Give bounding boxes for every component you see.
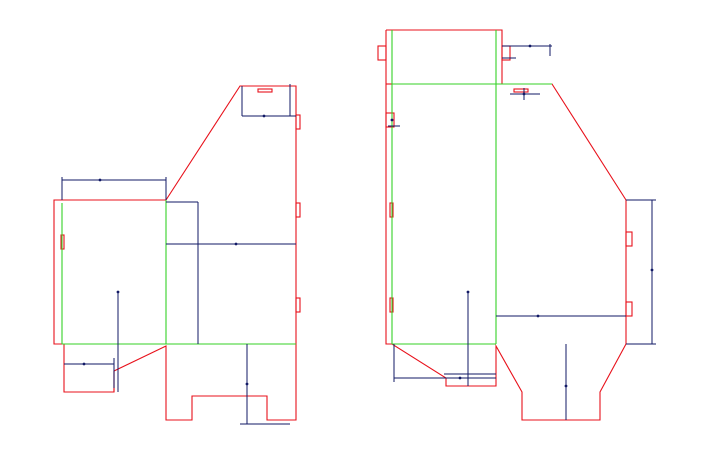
right-dieline-cut-lines: [377, 29, 633, 421]
right-dieline-dimension-arrows: [390, 44, 654, 388]
right-dieline-fold-lines: [391, 30, 552, 345]
left-dieline-dimension-lines: [61, 84, 296, 425]
left-dieline: [53, 84, 301, 425]
right-dieline-dimension-lines: [388, 44, 656, 420]
left-dieline-dimension-arrows: [82, 114, 266, 386]
right-dieline: [377, 29, 656, 421]
left-dieline-fold-lines: [61, 200, 296, 345]
left-dieline-cut-lines: [53, 85, 301, 421]
